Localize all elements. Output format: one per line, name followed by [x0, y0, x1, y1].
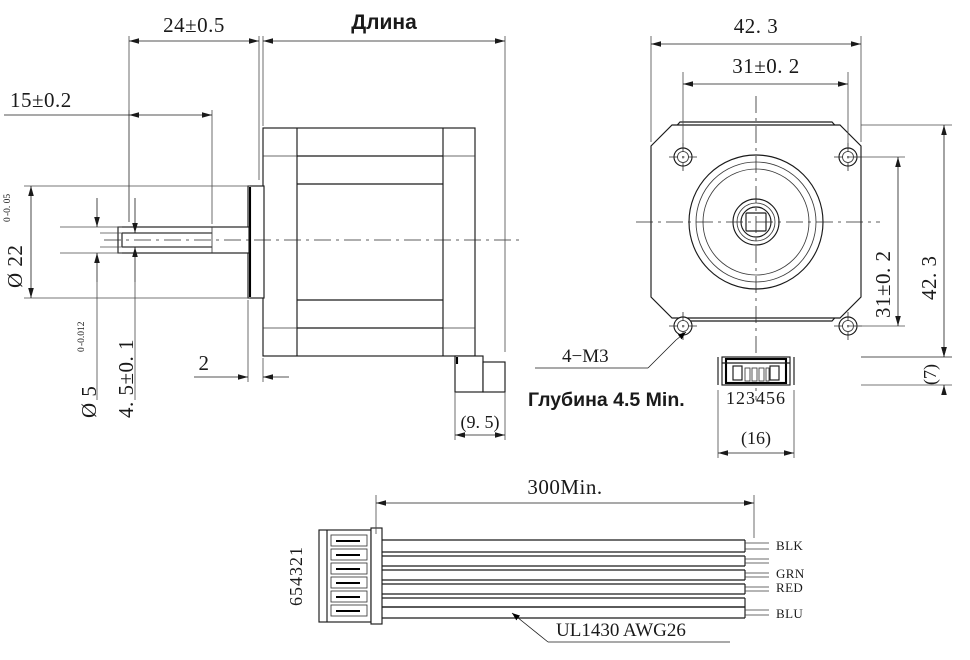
- dim-connector-depth: (7): [861, 347, 952, 395]
- dim-shaft-tol-lower: -0.012: [77, 321, 87, 346]
- dim-pilot-diameter: Ø 22 0 -0. 05: [3, 185, 250, 299]
- harness-pin-slots: [330, 534, 368, 617]
- wire-label-grn: GRN: [776, 566, 805, 581]
- dim-hole-pitch-h-text: 31±0. 2: [732, 54, 800, 78]
- pilot-boss: [247, 185, 265, 299]
- dim-boss-height-text: (9. 5): [461, 412, 500, 433]
- dim-flange-width-text: 42. 3: [734, 14, 779, 38]
- wire-label-red: RED: [776, 580, 803, 595]
- dim-shaft-flat-depth: 4. 5±0. 1: [100, 198, 212, 418]
- harness-connector: 654321: [286, 527, 383, 625]
- dim-shaft-flat-length-text: 15±0.2: [10, 88, 72, 112]
- dim-shaft-diameter: Ø 5 0 -0.012: [60, 198, 122, 418]
- dim-lead-length-text: 300Min.: [527, 475, 602, 499]
- thread-callout: 4−M3 Глубина 4.5 Min.: [528, 331, 687, 411]
- side-view: 24±0.5 Длина 15±0.2 Ø 22 0 -0. 05: [3, 11, 520, 440]
- motor-connector: 123456: [717, 356, 795, 408]
- dim-flange-width: 42. 3: [650, 14, 862, 142]
- dim-hole-pitch-h: 31±0. 2: [682, 54, 849, 146]
- dim-flange-thickness-text: 2: [199, 351, 210, 375]
- dim-connector-width: (16): [717, 390, 795, 458]
- dim-hole-pitch-v-text: 31±0. 2: [871, 250, 895, 318]
- dim-hole-pitch-v: 31±0. 2: [848, 156, 905, 327]
- dim-shaft-length-text: 24±0.5: [163, 13, 225, 37]
- dim-boss-height: (9. 5): [454, 392, 506, 440]
- dim-shaft-tol-upper: 0: [77, 347, 87, 352]
- dim-lead-length: 300Min.: [375, 475, 755, 538]
- wire-1: [382, 539, 769, 553]
- thread-callout-text: 4−M3: [562, 346, 609, 367]
- front-view: 123456 42. 3 31±0. 2 31±0. 2: [528, 14, 952, 458]
- connector-pin-numbers: 123456: [726, 388, 786, 408]
- wire-spec-callout: UL1430 AWG26: [511, 612, 730, 643]
- wire-3: [382, 569, 769, 581]
- wire-label-blu: BLU: [776, 606, 803, 621]
- rear-boss: [454, 355, 506, 393]
- dim-shaft-diameter-text: Ø 5: [77, 386, 101, 418]
- dim-shaft-flat-length: 15±0.2: [4, 88, 213, 224]
- dim-flange-height-text: 42. 3: [917, 256, 941, 301]
- harness-pin-numbers: 654321: [286, 546, 306, 606]
- dim-body-length: Длина: [262, 11, 506, 352]
- wire-4: [382, 583, 769, 595]
- dim-pilot-tol-upper: 0: [3, 217, 13, 222]
- dim-connector-depth-text: (7): [920, 364, 941, 385]
- dim-pilot-tol-lower: -0. 05: [3, 194, 13, 216]
- wire-spec-text: UL1430 AWG26: [556, 620, 686, 641]
- wire-6: [382, 606, 769, 619]
- dim-shaft-flat-depth-text: 4. 5±0. 1: [114, 339, 138, 418]
- mounting-hole-bottom-left: [669, 312, 697, 340]
- motor-body-outline: [262, 127, 476, 357]
- mounting-hole-top-left: [669, 143, 697, 171]
- wire-label-blk: BLK: [776, 538, 803, 553]
- harness-view: 654321: [286, 475, 805, 643]
- dim-body-length-text: Длина: [351, 11, 417, 34]
- dim-connector-width-text: (16): [741, 428, 771, 449]
- dim-pilot-diameter-text: Ø 22: [3, 245, 27, 288]
- wire-2: [382, 555, 769, 567]
- thread-depth-text: Глубина 4.5 Min.: [528, 389, 685, 411]
- harness-wires: [382, 539, 769, 619]
- dim-flange-thickness: 2: [194, 300, 289, 382]
